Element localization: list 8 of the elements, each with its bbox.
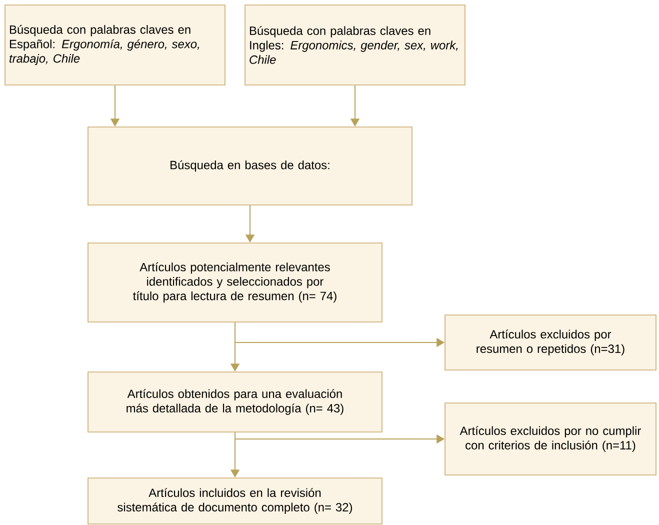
process-box: Artículos obtenidos para una evaluación más detallada de la metodología (n= 43) xyxy=(88,372,382,432)
process-box: Búsqueda con palabras claves en Ingles: Ergonomics, gender, sex, work, Chile xyxy=(244,4,466,86)
process-box: Artículos potencialmente relevantes identificados y seleccionados por título para lectura de resumen (n= 74) xyxy=(88,242,382,322)
process-box: Artículos excluidos por no cumplir con criterios de inclusión (n=11) xyxy=(444,402,656,476)
process-box: Búsqueda con palabras claves en Español: Ergonomía, género, sexo, trabajo, Chile xyxy=(4,4,226,86)
process-box: Búsqueda en bases de datos: xyxy=(88,126,412,206)
process-box: Artículos incluidos en la revisión sistemática de documento completo (n= 32) xyxy=(88,478,382,524)
process-box: Artículos excluidos por resumen o repetidos (n=31) xyxy=(444,314,656,370)
